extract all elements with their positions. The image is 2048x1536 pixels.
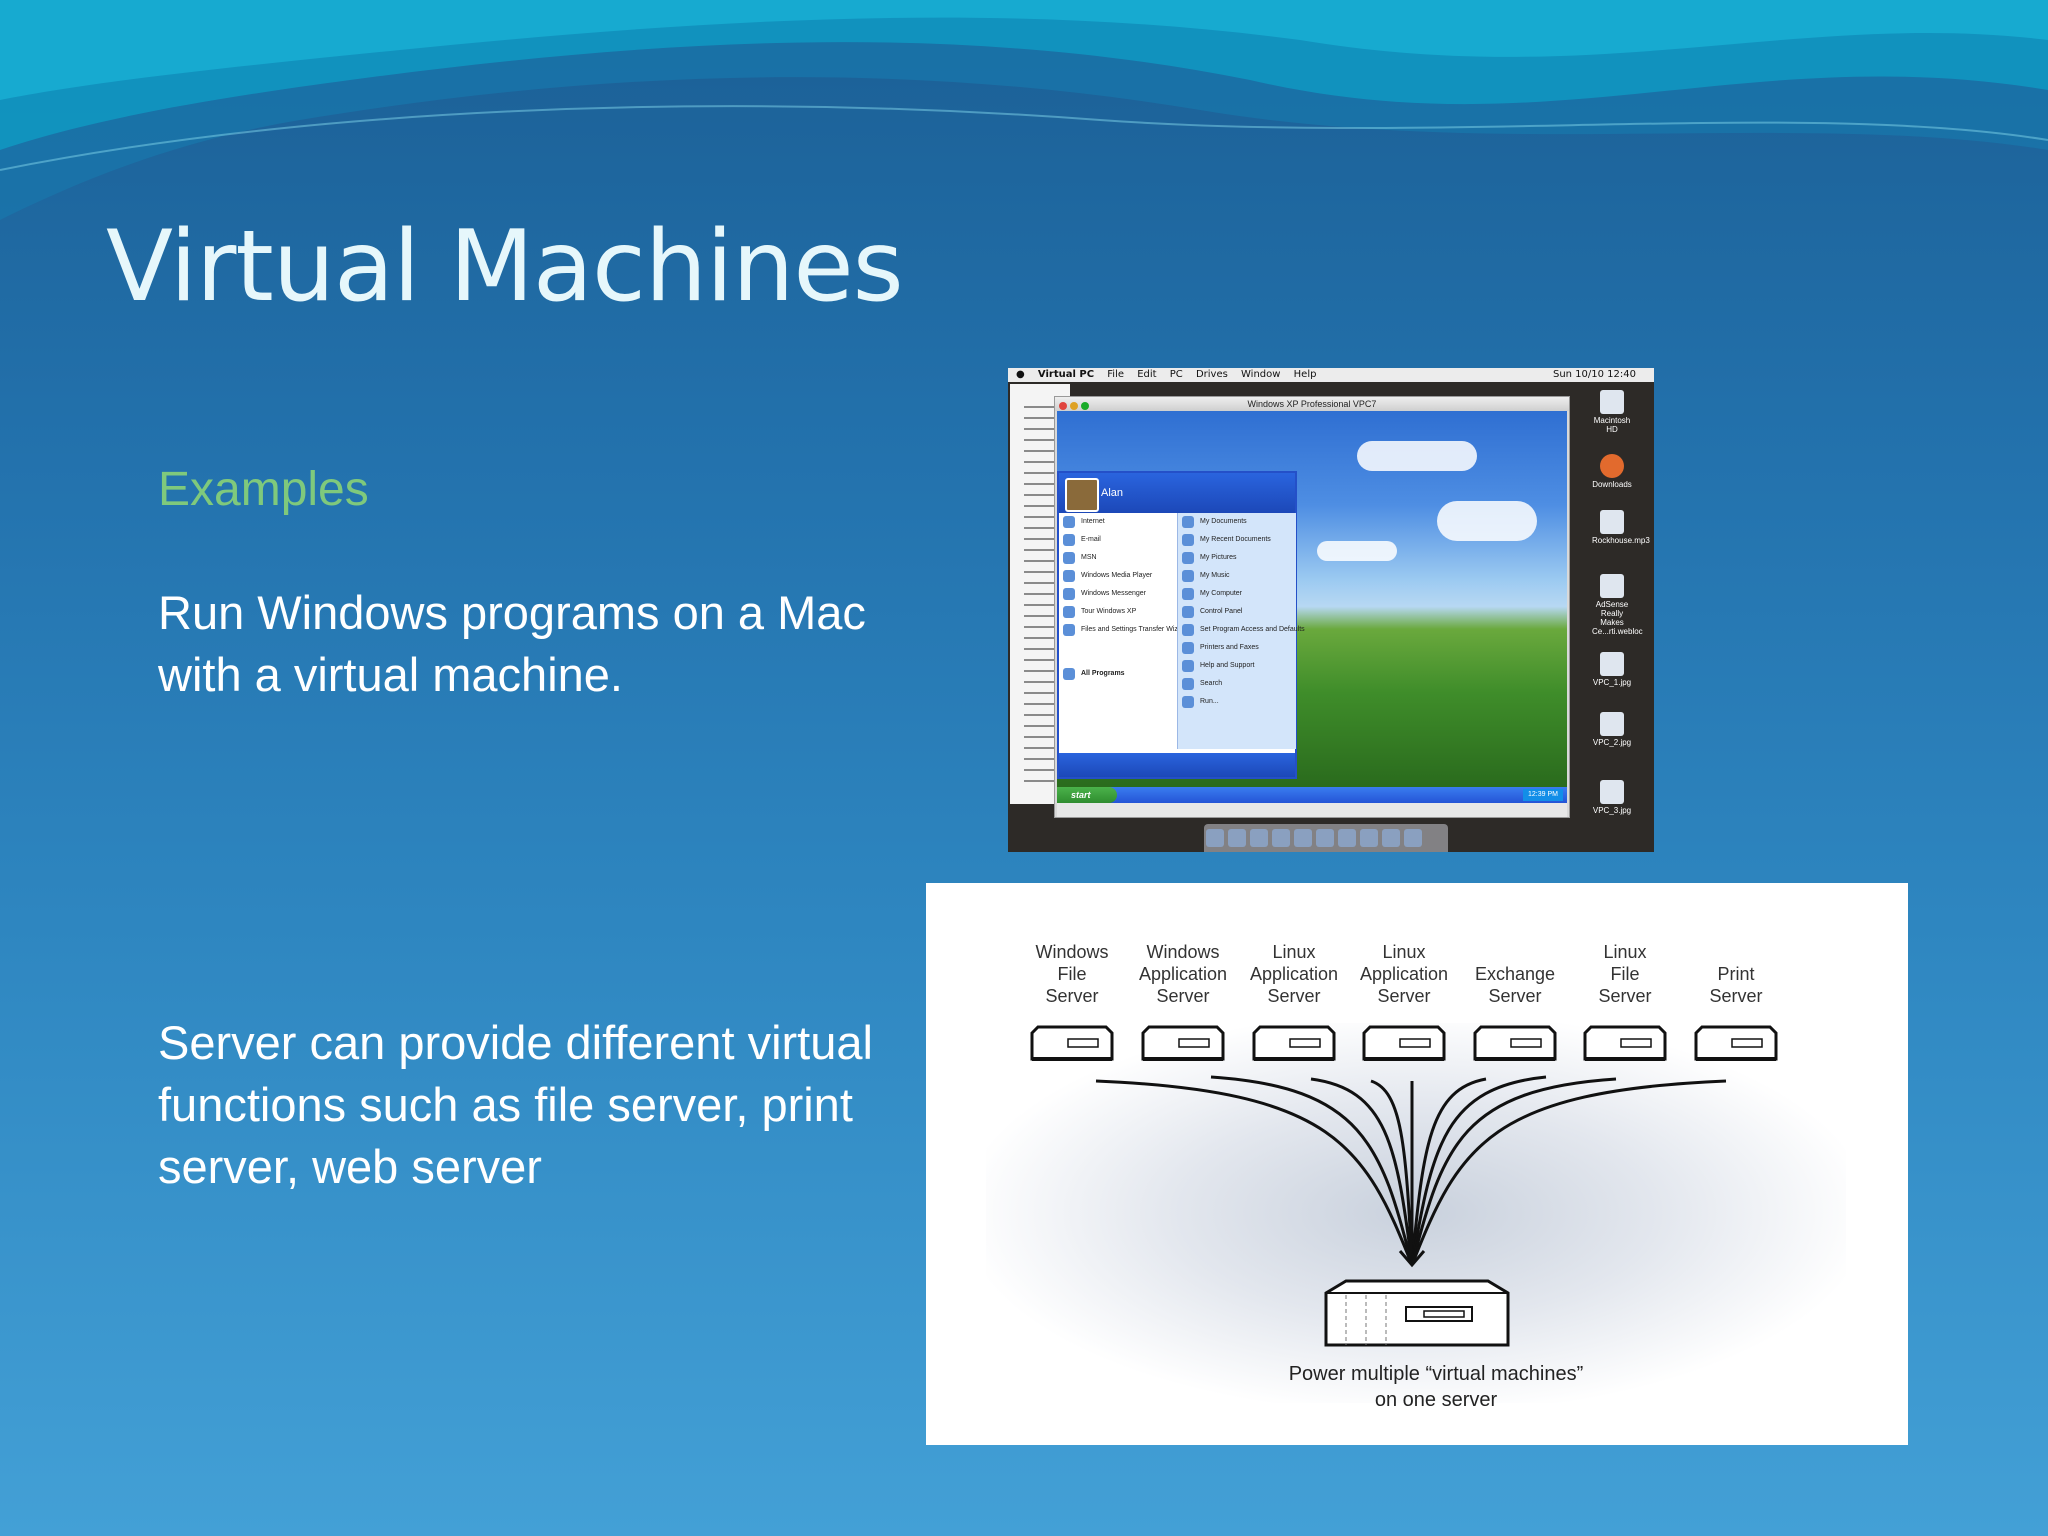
start-menu-item: Tour Windows XP bbox=[1059, 603, 1177, 621]
desktop-icon: Downloads bbox=[1592, 454, 1632, 489]
desktop-icon: AdSense Really Makes Ce...rti.webloc bbox=[1592, 574, 1643, 636]
virtual-server-icon bbox=[1583, 1025, 1667, 1061]
downloads-icon bbox=[1600, 454, 1624, 478]
menu-pc: PC bbox=[1169, 369, 1183, 380]
start-menu-item: Set Program Access and Defaults bbox=[1178, 621, 1305, 639]
xp-start-button: start bbox=[1057, 787, 1117, 803]
arrow-head-icon bbox=[1398, 1250, 1426, 1268]
header-wave-decoration bbox=[0, 0, 2048, 220]
connection-line bbox=[1410, 1079, 1727, 1266]
start-menu-item: Windows Media Player bbox=[1059, 567, 1177, 585]
menu-drives: Drives bbox=[1195, 369, 1228, 380]
menubar-app: Virtual PC bbox=[1037, 369, 1095, 380]
start-menu-item: Internet bbox=[1059, 513, 1177, 531]
start-menu-item: Windows Messenger bbox=[1059, 585, 1177, 603]
example-text-server: Server can provide different virtual fun… bbox=[158, 1016, 873, 1193]
menu-edit: Edit bbox=[1137, 369, 1157, 380]
xp-start-menu: Alan Internet E-mail MSN Windows Media P… bbox=[1057, 471, 1305, 779]
mac-dock bbox=[1204, 824, 1448, 852]
start-menu-item: My Computer bbox=[1178, 585, 1296, 603]
diagram-caption: Power multiple “virtual machines”on one … bbox=[1288, 1363, 1584, 1411]
examples-heading: Examples bbox=[158, 463, 369, 516]
image-file-icon bbox=[1600, 780, 1624, 804]
audio-file-icon bbox=[1600, 510, 1624, 534]
xp-tray-clock: 12:39 PM bbox=[1523, 789, 1563, 801]
mac-desktop-icons: Macintosh HD Downloads Rockhouse.mp3 AdS… bbox=[1578, 384, 1650, 844]
menu-window: Window bbox=[1241, 369, 1281, 380]
virtual-server-icon bbox=[1141, 1025, 1225, 1061]
connection-line bbox=[1410, 1077, 1487, 1266]
connection-line bbox=[1410, 1075, 1547, 1266]
vm-window-title: Windows XP Professional VPC7 bbox=[1247, 399, 1377, 409]
minimize-icon bbox=[1070, 402, 1078, 410]
all-programs-item: All Programs bbox=[1059, 665, 1177, 683]
start-menu-item: Control Panel bbox=[1178, 603, 1296, 621]
start-menu-item: Printers and Faxes bbox=[1178, 639, 1296, 657]
virtual-server-icon bbox=[1252, 1025, 1336, 1061]
example-text-mac: Run Windows programs on a Mac with a vir… bbox=[158, 586, 866, 701]
start-menu-item: E-mail bbox=[1059, 531, 1177, 549]
diagram-graphics bbox=[1030, 1025, 1778, 1347]
start-menu-user: Alan bbox=[1101, 487, 1124, 499]
mac-menubar: ● Virtual PC File Edit PC Drives Window … bbox=[1008, 368, 1654, 382]
vm-status-bar bbox=[1057, 803, 1567, 817]
menubar-clock: Sun 10/10 12:40 bbox=[1552, 369, 1636, 380]
menu-help: Help bbox=[1293, 369, 1317, 380]
start-menu-item: My Pictures bbox=[1178, 549, 1296, 567]
xp-taskbar: start 12:39 PM bbox=[1057, 787, 1567, 803]
virtual-server-icon bbox=[1030, 1025, 1114, 1061]
menu-file: File bbox=[1107, 369, 1124, 380]
virtual-server-icon bbox=[1694, 1025, 1778, 1061]
start-menu-item: Files and Settings Transfer Wizard bbox=[1059, 621, 1188, 639]
start-menu-item: My Documents bbox=[1178, 513, 1296, 531]
start-menu-footer bbox=[1059, 753, 1295, 777]
desktop-icon: Rockhouse.mp3 bbox=[1592, 510, 1650, 545]
connection-line bbox=[1410, 1077, 1617, 1266]
virtual-server-icon bbox=[1473, 1025, 1557, 1061]
connection-line bbox=[1370, 1079, 1414, 1266]
start-menu-item: My Music bbox=[1178, 567, 1296, 585]
close-icon bbox=[1059, 402, 1067, 410]
image-file-icon bbox=[1600, 712, 1624, 736]
user-avatar bbox=[1065, 478, 1099, 512]
start-menu-item: Search bbox=[1178, 675, 1296, 693]
desktop-icon: VPC_3.jpg bbox=[1592, 780, 1632, 815]
start-menu-item: Help and Support bbox=[1178, 657, 1296, 675]
desktop-icon: Macintosh HD bbox=[1592, 390, 1632, 434]
start-menu-item: MSN bbox=[1059, 549, 1177, 567]
start-menu-places: My Documents My Recent Documents My Pict… bbox=[1177, 513, 1305, 749]
start-menu-item: My Recent Documents bbox=[1178, 531, 1296, 549]
webloc-file-icon bbox=[1600, 574, 1624, 598]
connection-line bbox=[1310, 1077, 1414, 1266]
host-server-icon bbox=[1324, 1279, 1510, 1347]
apple-icon: ● bbox=[1016, 369, 1025, 380]
connection-line bbox=[1210, 1075, 1414, 1266]
xp-desktop: Alan Internet E-mail MSN Windows Media P… bbox=[1057, 411, 1567, 787]
slide-title: Virtual Machines bbox=[106, 210, 904, 324]
virtual-pc-screenshot: ● Virtual PC File Edit PC Drives Window … bbox=[1008, 368, 1654, 852]
vm-window: Windows XP Professional VPC7 Alan Intern… bbox=[1054, 396, 1570, 818]
start-menu-item: Run... bbox=[1178, 693, 1296, 711]
zoom-icon bbox=[1081, 402, 1089, 410]
desktop-icon: VPC_2.jpg bbox=[1592, 712, 1632, 747]
start-menu-programs: Internet E-mail MSN Windows Media Player… bbox=[1059, 513, 1188, 749]
virtual-server-icon bbox=[1362, 1025, 1446, 1061]
desktop-icon: VPC_1.jpg bbox=[1592, 652, 1632, 687]
vm-titlebar: Windows XP Professional VPC7 bbox=[1055, 397, 1569, 411]
image-file-icon bbox=[1600, 652, 1624, 676]
connection-line bbox=[1095, 1079, 1414, 1266]
hard-drive-icon bbox=[1600, 390, 1624, 414]
